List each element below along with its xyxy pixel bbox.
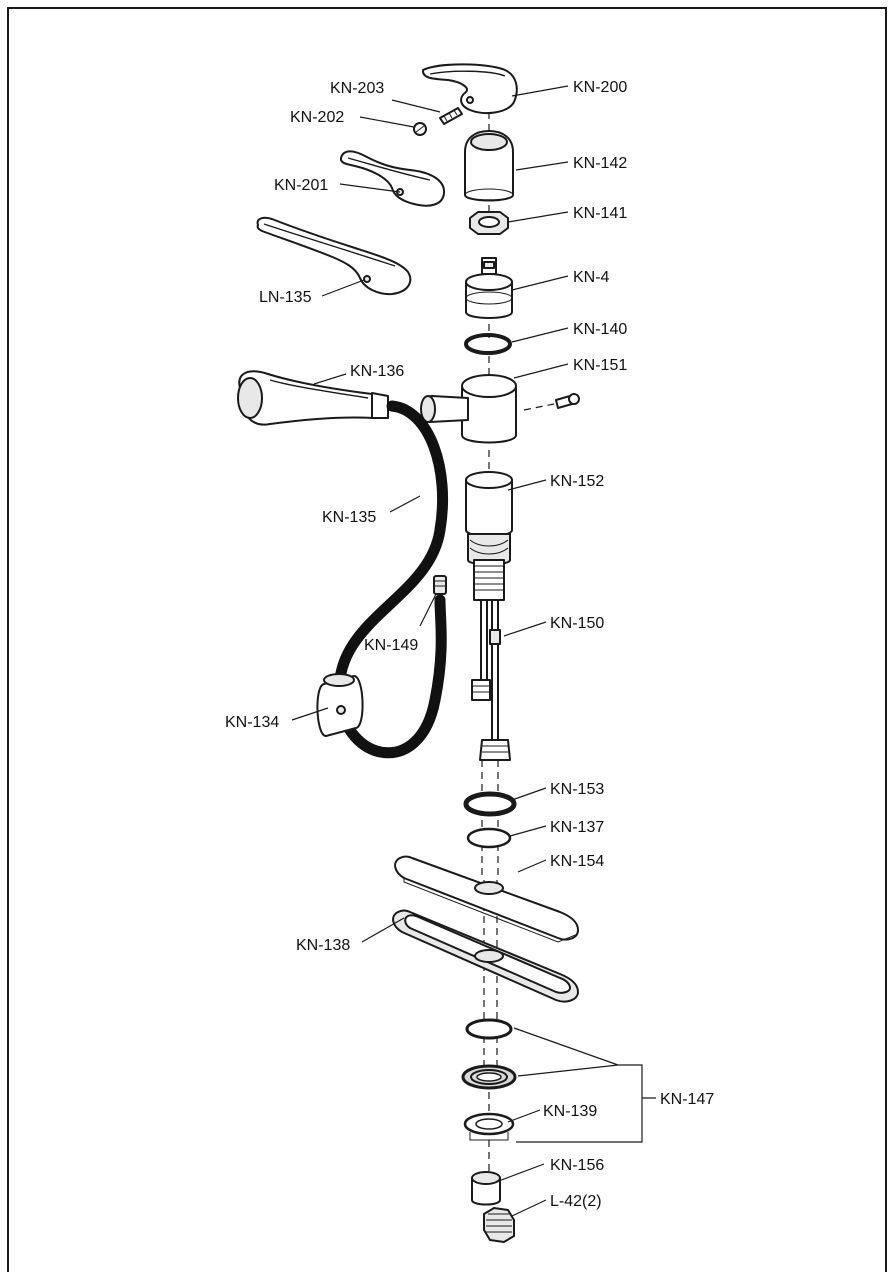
kn-142-dome-cap: [464, 130, 514, 202]
label-kn-134: KN-134: [225, 714, 279, 731]
kn-147-spring-washer: [461, 1064, 517, 1090]
label-ln-135: LN-135: [259, 289, 312, 306]
label-kn-153: KN-153: [550, 781, 604, 798]
label-kn-151: KN-151: [573, 357, 627, 374]
kn-154-deck-plate: [394, 855, 579, 943]
diagram-frame: [7, 7, 887, 1272]
kn-138-deck-gasket: [392, 909, 579, 1003]
l-42-hex-nut: [483, 1207, 515, 1243]
kn-134-hose-weight: [316, 673, 364, 737]
label-kn-154: KN-154: [550, 853, 604, 870]
label-kn-150: KN-150: [550, 615, 604, 632]
label-kn-149: KN-149: [364, 637, 418, 654]
kn-200-handle: [421, 63, 518, 115]
kn-141-nut: [469, 211, 509, 235]
kn-202-button-screw: [413, 122, 427, 136]
label-kn-152: KN-152: [550, 473, 604, 490]
part-labels: KN-200 KN-203 KN-202 KN-142 KN-201 KN-14…: [225, 79, 714, 1210]
label-kn-147: KN-147: [660, 1091, 714, 1108]
label-kn-203: KN-203: [330, 80, 384, 97]
label-l-42: L-42(2): [550, 1193, 602, 1210]
kn-151-spout-body: [420, 374, 517, 444]
kn-149-hose-fitting: [433, 575, 447, 595]
kn-203-set-screw: [439, 107, 463, 125]
kn-201-handle: [339, 150, 446, 207]
kn-156-sleeve: [471, 1171, 501, 1206]
label-kn-139: KN-139: [543, 1103, 597, 1120]
kn-151-side-screw: [523, 393, 580, 411]
kn-137-washer: [466, 827, 512, 849]
ln-135-long-handle: [256, 216, 412, 296]
label-kn-136: KN-136: [350, 363, 404, 380]
label-kn-200: KN-200: [573, 79, 627, 96]
kn-152-shank: [465, 471, 513, 601]
label-kn-156: KN-156: [550, 1157, 604, 1174]
label-kn-201: KN-201: [274, 177, 328, 194]
label-kn-137: KN-137: [550, 819, 604, 836]
kn-140-o-ring: [464, 333, 512, 355]
kn-139-mounting-nut: [463, 1112, 515, 1141]
label-kn-142: KN-142: [573, 155, 627, 172]
label-kn-202: KN-202: [290, 109, 344, 126]
label-kn-140: KN-140: [573, 321, 627, 338]
label-kn-4: KN-4: [573, 269, 610, 286]
kn-136-spray-head: [237, 370, 389, 426]
leader-lines: [291, 85, 656, 1217]
kn-153-gasket: [463, 791, 517, 817]
kn-150-supply-tubes: [471, 599, 511, 761]
kn-4-cartridge: [465, 257, 513, 319]
label-kn-141: KN-141: [573, 205, 627, 222]
label-kn-138: KN-138: [296, 937, 350, 954]
kn-147-washer-top: [465, 1018, 513, 1040]
label-kn-135: KN-135: [322, 509, 376, 526]
